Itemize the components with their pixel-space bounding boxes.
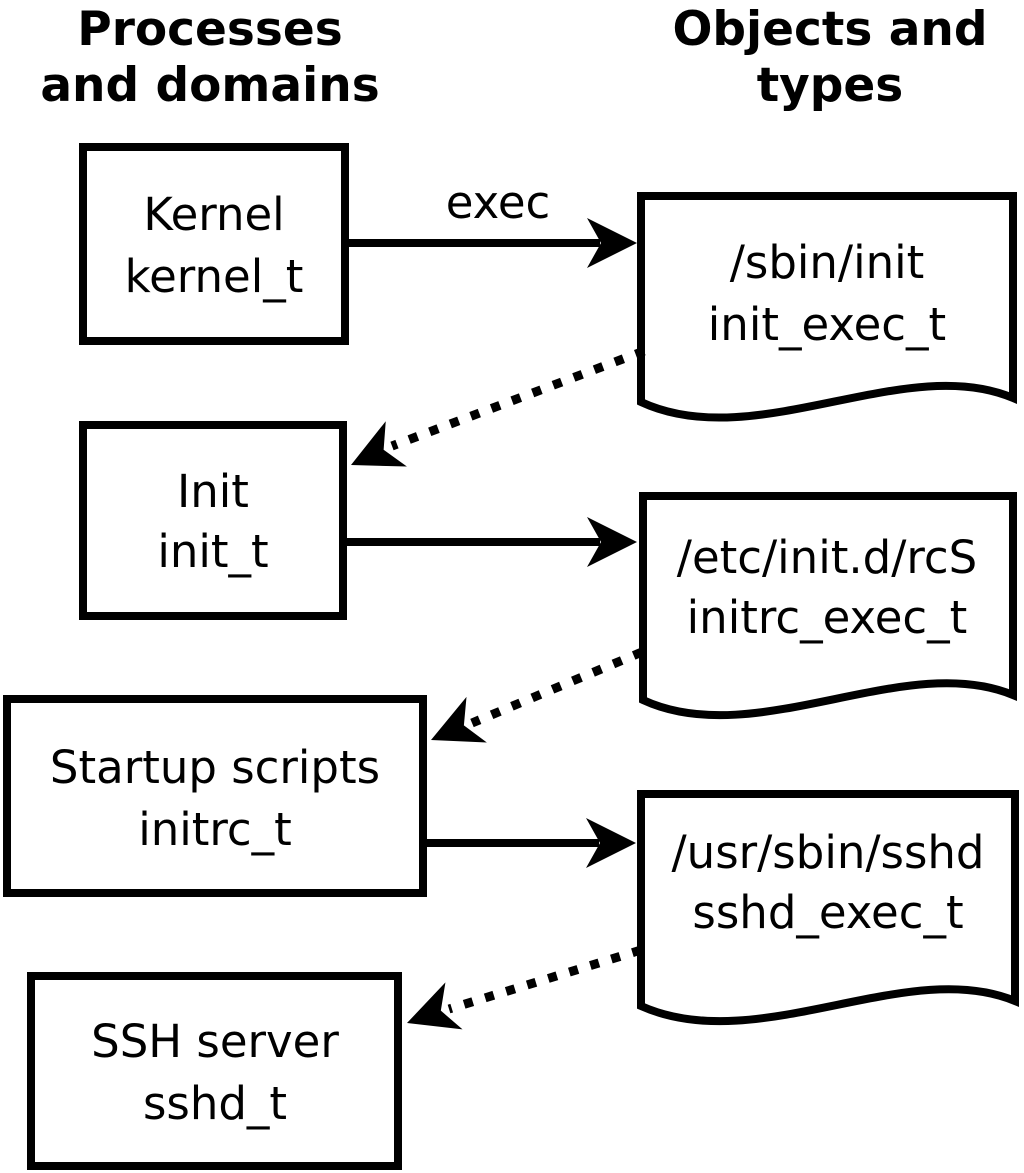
transition-arrowhead-icon bbox=[407, 982, 463, 1030]
object-doc-sbin-init: /sbin/init init_exec_t bbox=[637, 192, 1017, 422]
ssh-server-domain-label: sshd_t bbox=[143, 1077, 287, 1130]
startup-scripts-domain-label: initrc_t bbox=[138, 803, 292, 856]
exec-arrow-init-to-rcs bbox=[347, 517, 637, 567]
startup-scripts-box-outline bbox=[3, 695, 427, 897]
init-domain-label: init_t bbox=[157, 525, 268, 578]
transition-arrowhead-icon bbox=[351, 421, 407, 467]
object-doc-etc-initd-rcs: /etc/init.d/rcS initrc_exec_t bbox=[639, 492, 1017, 720]
usr-sbin-sshd-path-label: /usr/sbin/sshd bbox=[672, 826, 985, 879]
kernel-domain-label: kernel_t bbox=[125, 250, 304, 303]
sbin-init-path-label: /sbin/init bbox=[730, 236, 925, 289]
kernel-label: Kernel bbox=[143, 188, 284, 241]
column-header-objects: Objects and types bbox=[672, 2, 987, 113]
transition-arrow-line bbox=[470, 647, 644, 728]
column-header-processes: Processes and domains bbox=[40, 2, 379, 113]
header-processes-line2: and domains bbox=[40, 58, 379, 113]
exec-arrowhead-icon bbox=[586, 818, 636, 868]
exec-arrowhead-icon bbox=[587, 218, 637, 268]
kernel-box-outline bbox=[79, 143, 349, 345]
usr-sbin-sshd-type-label: sshd_exec_t bbox=[692, 886, 963, 939]
exec-arrowhead-icon bbox=[587, 517, 637, 567]
init-label: Init bbox=[177, 465, 249, 518]
process-box-ssh-server: SSH server sshd_t bbox=[27, 972, 402, 1170]
sbin-init-type-label: init_exec_t bbox=[708, 298, 946, 351]
transition-arrow-line bbox=[390, 346, 646, 451]
transition-arrow-line bbox=[447, 945, 643, 1014]
header-objects-line1: Objects and bbox=[672, 2, 987, 57]
header-objects-line2: types bbox=[757, 58, 904, 113]
exec-edge-label: exec bbox=[446, 176, 551, 229]
transition-arrowhead-icon bbox=[431, 696, 487, 743]
object-doc-usr-sbin-sshd: /usr/sbin/sshd sshd_exec_t bbox=[637, 790, 1019, 1026]
init-box-outline bbox=[79, 421, 347, 620]
exec-arrow-kernel-to-sbin-init: exec bbox=[349, 176, 637, 268]
startup-scripts-label: Startup scripts bbox=[50, 741, 380, 794]
process-box-startup-scripts: Startup scripts initrc_t bbox=[3, 695, 427, 897]
ssh-server-label: SSH server bbox=[91, 1015, 339, 1068]
sbin-init-document-shape bbox=[637, 192, 1017, 422]
header-processes-line1: Processes bbox=[77, 2, 342, 57]
exec-arrow-startup-to-sshd bbox=[427, 818, 636, 868]
process-box-kernel: Kernel kernel_t bbox=[79, 143, 349, 345]
transition-arrow-initexec-to-init bbox=[351, 346, 646, 467]
process-box-init: Init init_t bbox=[79, 421, 347, 620]
ssh-server-box-outline bbox=[27, 972, 402, 1170]
transition-arrow-sshdexec-to-sshd bbox=[407, 945, 643, 1030]
transition-arrow-initrcexec-to-initrc bbox=[431, 647, 644, 743]
etc-initd-rcs-path-label: /etc/init.d/rcS bbox=[677, 531, 977, 584]
etc-initd-rcs-document-shape bbox=[639, 492, 1017, 720]
usr-sbin-sshd-document-shape bbox=[637, 790, 1019, 1026]
etc-initd-rcs-type-label: initrc_exec_t bbox=[687, 591, 968, 644]
